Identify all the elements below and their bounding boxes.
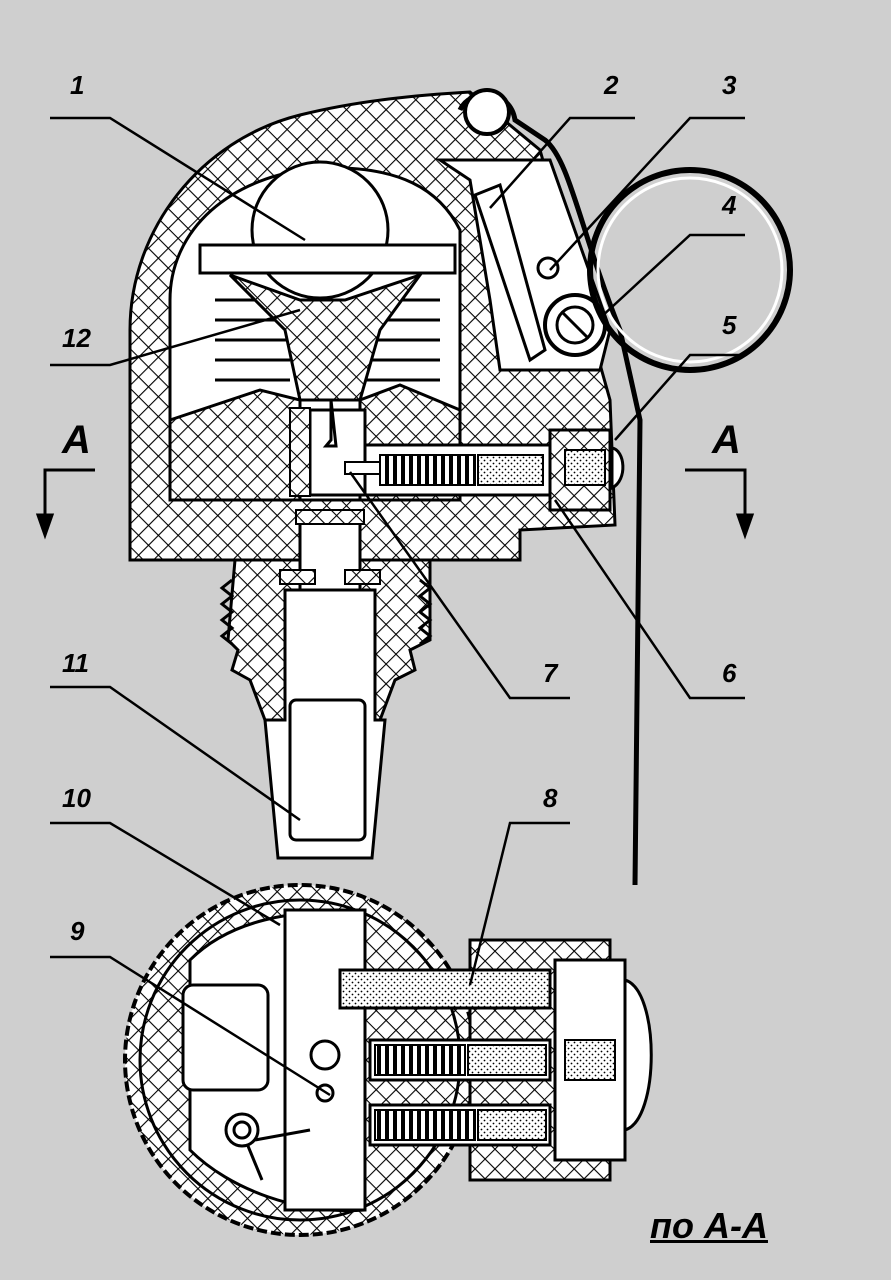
thread-teeth (219, 578, 433, 646)
spring-housing (198, 243, 457, 275)
label-7: 7 (543, 658, 558, 688)
section-a-a-view (123, 883, 653, 1237)
label-5: 5 (722, 310, 737, 340)
side-window (181, 983, 270, 1092)
detonator-spring (379, 454, 476, 486)
label-2: 2 (604, 70, 619, 100)
end-plug (564, 449, 606, 486)
label-11: 11 (62, 648, 89, 678)
section-arrows (35, 468, 755, 540)
charge-channel (338, 968, 552, 1010)
section-mark-right: A (712, 418, 741, 462)
primer-pin (344, 461, 381, 475)
label-3: 3 (722, 70, 737, 100)
leader-lines (50, 116, 745, 1097)
label-8: 8 (543, 783, 558, 813)
delay-composition (477, 454, 544, 486)
lever-pin (536, 256, 560, 280)
hatched-sleeve (289, 407, 311, 497)
fuze-section-view (128, 88, 793, 886)
label-6: 6 (722, 658, 737, 688)
section-mark-left: A (62, 418, 91, 462)
label-1: 1 (70, 70, 85, 100)
end-cap (610, 446, 625, 491)
guide-hole-large (309, 1039, 341, 1071)
striker-needle (318, 398, 345, 448)
label-9: 9 (70, 916, 85, 946)
lever-arm (473, 182, 547, 363)
label-4: 4 (722, 190, 737, 220)
lever-knob (463, 88, 511, 136)
section-caption: по А-А (650, 1205, 768, 1246)
label-12: 12 (62, 323, 91, 353)
pull-ring (587, 167, 793, 373)
ball (250, 160, 390, 300)
firing-cone (228, 272, 424, 402)
label-10: 10 (62, 783, 91, 813)
